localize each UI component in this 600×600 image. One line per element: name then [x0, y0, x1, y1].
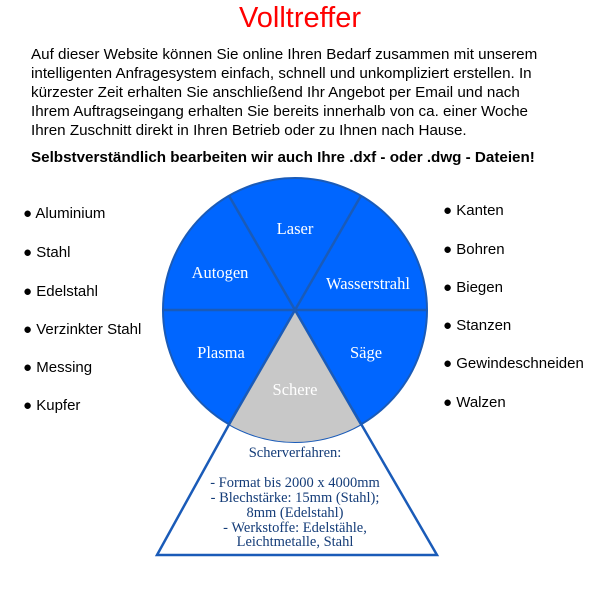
segment-schere[interactable]	[229, 310, 361, 442]
details-line: 8mm (Edelstahl)	[246, 505, 343, 521]
material-item: ● Messing	[23, 359, 93, 376]
material-item: ● Edelstahl	[23, 283, 98, 300]
intro-line: Ihren Zuschnitt direkt in Ihren Betrieb …	[31, 122, 467, 139]
material-item: ● Kupfer	[23, 397, 81, 414]
intro-line: Ihrem Auftragseingang erhalten Sie berei…	[31, 103, 528, 120]
process-item: ● Bohren	[443, 241, 505, 258]
intro-text: Auf dieser Website können Sie online Ihr…	[31, 45, 537, 140]
material-item: ● Verzinkter Stahl	[23, 321, 142, 338]
segment-schere-label[interactable]: Schere	[273, 380, 318, 399]
segment-autogen[interactable]: Autogen	[192, 263, 249, 282]
process-item: ● Gewindeschneiden	[443, 355, 584, 372]
intro-line: kürzester Zeit erhalten Sie anschließend…	[31, 84, 520, 101]
segment-laser[interactable]: Laser	[277, 219, 314, 238]
divider	[227, 195, 363, 425]
process-item: ● Stanzen	[443, 317, 512, 334]
details-triangle	[154, 409, 440, 557]
details-heading: Scherverfahren:	[249, 445, 342, 461]
details-line: Leichtmetalle, Stahl	[237, 534, 354, 550]
intro-line: intelligenten Anfragesystem einfach, sch…	[31, 65, 532, 82]
intro-line: Auf dieser Website können Sie online Ihr…	[31, 46, 538, 63]
material-item: ● Aluminium	[23, 205, 106, 222]
segment-saege[interactable]: Säge	[350, 343, 382, 362]
page-title: Volltreffer	[239, 2, 361, 34]
process-item: ● Biegen	[443, 279, 503, 296]
details-line: - Blechstärke: 15mm (Stahl);	[211, 490, 380, 506]
details-line: - Werkstoffe: Edelstähle,	[223, 520, 367, 536]
process-item: ● Walzen	[443, 394, 506, 411]
material-item: ● Stahl	[23, 244, 71, 261]
process-item: ● Kanten	[443, 202, 504, 219]
segment-wasserstrahl[interactable]: Wasserstrahl	[326, 274, 410, 293]
file-format-note: Selbstverständlich bearbeiten wir auch I…	[31, 149, 535, 166]
details-line: - Format bis 2000 x 4000mm	[210, 475, 380, 491]
segment-plasma[interactable]: Plasma	[197, 343, 245, 362]
